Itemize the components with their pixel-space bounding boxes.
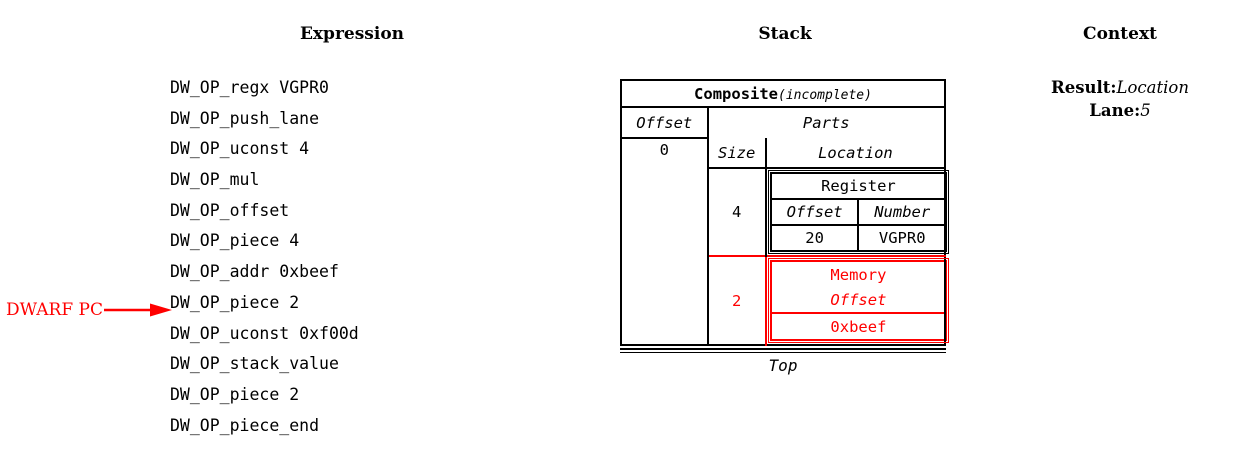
table-row: 4 Register Offset Number 20 VGPR0: [621, 168, 950, 256]
register-column-header-offset: Offset: [770, 199, 860, 226]
page-title-expression: Expression: [299, 24, 405, 44]
expression-line: DW_OP_stack_value: [170, 354, 339, 374]
expression-line: DW_OP_push_lane: [170, 108, 320, 128]
stack-top-label: Top: [768, 356, 798, 375]
expression-line: DW_OP_piece 2: [170, 292, 300, 312]
expression-line: DW_OP_uconst 0xf00d: [170, 323, 359, 343]
expression-line: DW_OP_piece_end: [170, 415, 320, 435]
expression-line: DW_OP_mul: [170, 170, 260, 190]
composite-title: Composite: [694, 84, 779, 103]
part-location-cell: Register Offset Number 20 VGPR0: [766, 168, 950, 256]
register-column-header-number: Number: [858, 199, 946, 226]
table-row: Offset Number: [770, 199, 946, 226]
column-header-offset: Offset: [621, 107, 709, 139]
stack-diagram: Composite(incomplete) Offset Parts 0 Siz…: [620, 79, 950, 375]
table-row: 2 Memory Offset 0xbeef: [621, 255, 950, 345]
stack-top-rule: [620, 348, 946, 353]
column-header-size: Size: [707, 138, 767, 169]
register-location-table: Register Offset Number 20 VGPR0: [767, 170, 950, 254]
part-size: 4: [707, 168, 767, 256]
expression-list: DW_OP_regx VGPR0 DW_OP_push_lane DW_OP_u…: [170, 73, 359, 441]
composite-entry-table: Composite(incomplete) Offset Parts 0 Siz…: [620, 79, 950, 346]
memory-column-header-offset: Offset: [770, 287, 946, 314]
table-row: Memory: [771, 261, 946, 287]
context-row-result: Result:Location: [1020, 76, 1220, 99]
part-size: 2: [707, 255, 767, 345]
column-header-location: Location: [765, 138, 945, 169]
page-title-stack: Stack: [758, 24, 812, 44]
expression-line: DW_OP_addr 0xbeef: [170, 262, 339, 282]
part-location-cell: Memory Offset 0xbeef: [765, 255, 950, 345]
table-row: Offset Parts: [621, 107, 945, 139]
table-row: Offset: [770, 287, 946, 314]
context-key: Lane:: [1089, 101, 1141, 120]
memory-offset-value: 0xbeef: [830, 317, 887, 336]
page-title-context: Context: [1083, 24, 1157, 44]
memory-location-table: Memory Offset 0xbeef: [767, 258, 950, 343]
table-row: 20 VGPR0: [770, 225, 946, 251]
expression-line: DW_OP_uconst 4: [170, 139, 310, 159]
expression-line: DW_OP_piece 4: [170, 231, 300, 251]
table-row: Composite(incomplete): [621, 80, 945, 108]
composite-offset-value: 0: [621, 138, 709, 345]
composite-title-note: (incomplete): [778, 87, 872, 103]
column-header-parts: Parts: [802, 114, 850, 132]
table-row: Register: [770, 173, 946, 200]
context-key: Result:: [1051, 78, 1117, 97]
expression-line: DW_OP_piece 2: [170, 384, 300, 404]
context-block: Result:Location Lane:5: [1020, 76, 1220, 122]
table-row: 0 Size Location: [621, 138, 945, 345]
expression-line: DW_OP_regx VGPR0: [170, 78, 329, 97]
context-value: Location: [1116, 78, 1189, 97]
dwarf-pc-label: DWARF PC: [6, 299, 103, 320]
expression-line: DW_OP_offset: [170, 200, 290, 220]
table-row: 0xbeef: [771, 313, 946, 340]
memory-title: Memory: [830, 265, 887, 284]
context-row-lane: Lane:5: [1020, 99, 1220, 122]
context-value: 5: [1140, 101, 1151, 120]
dwarf-pc-marker: DWARF PC: [6, 299, 174, 321]
register-title: Register: [770, 173, 946, 200]
composite-title-cell: Composite(incomplete): [621, 80, 945, 108]
arrow-right-icon: [103, 303, 172, 317]
register-number-value: VGPR0: [878, 229, 926, 247]
register-offset-value: 20: [770, 225, 860, 251]
